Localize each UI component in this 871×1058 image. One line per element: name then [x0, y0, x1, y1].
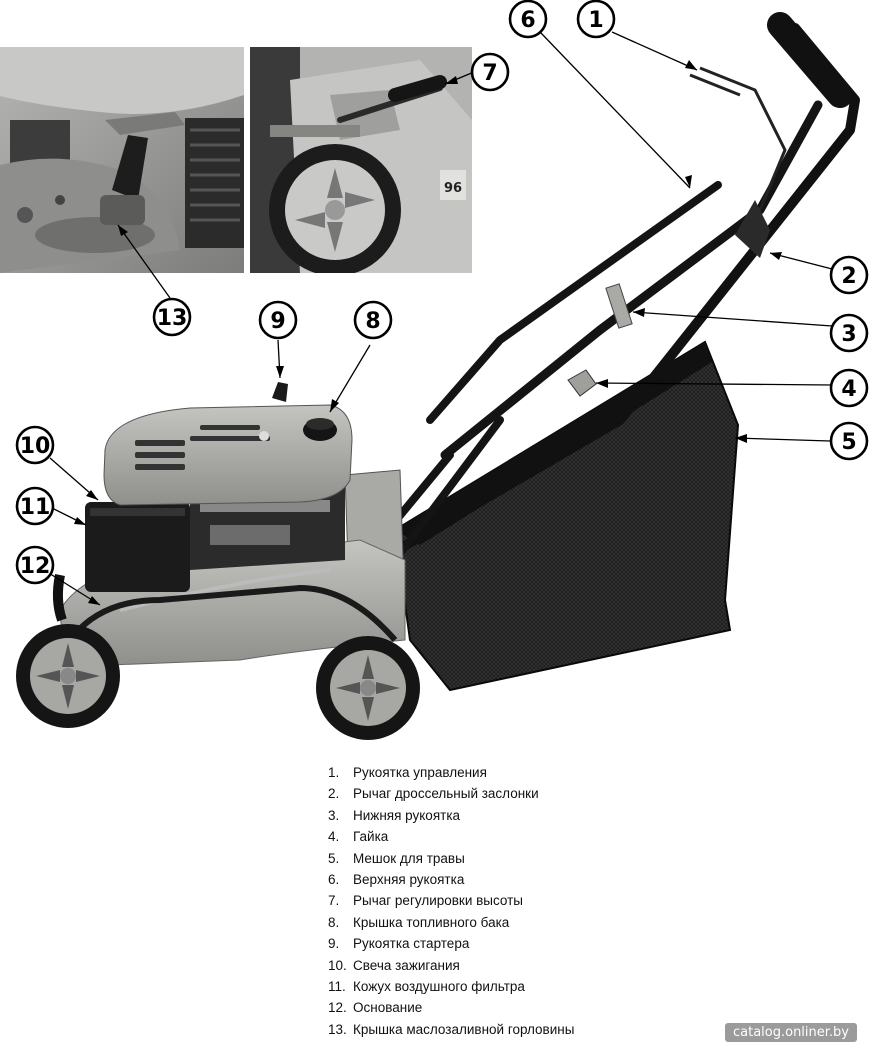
legend-text: Нижняя рукоятка: [353, 807, 461, 823]
callout-13: 13: [152, 297, 192, 337]
legend-item: 9. Рукоятка стартера: [328, 933, 583, 954]
callout-number: 7: [482, 61, 497, 86]
legend-text: Свеча зажигания: [353, 957, 460, 973]
rear-wheel: [316, 636, 420, 740]
legend-text: Кожух воздушного фильтра: [353, 979, 525, 995]
starter-handle: [272, 382, 288, 402]
legend-text: Крышка топливного бака: [353, 914, 510, 930]
callout-6: 6: [508, 0, 548, 39]
legend-text: Крышка маслозаливной горловины: [353, 1021, 575, 1037]
inset-height-lever-photo: 96: [250, 47, 472, 273]
legend-number: 12.: [328, 1000, 347, 1016]
lawnmower-diagram: 96: [0, 0, 869, 740]
legend-number: 13.: [328, 1021, 347, 1037]
callout-circle: [353, 300, 393, 340]
callout-number: 5: [841, 430, 856, 455]
callout-circle: [15, 425, 55, 465]
handle-knob: [567, 369, 597, 397]
inset-oil-cap-photo: [0, 47, 244, 273]
air-filter-cover: [85, 502, 190, 592]
legend-text: Мешок для травы: [353, 850, 465, 866]
legend-item: 6. Верхняя рукоятка: [328, 869, 583, 890]
callout-10: 10: [15, 425, 55, 465]
legend-text: Гайка: [353, 829, 389, 845]
callout-5: 5: [829, 421, 869, 461]
legend-number: 3.: [328, 807, 340, 823]
legend-item: 3. Нижняя рукоятка: [328, 805, 583, 826]
legend-item: 8. Крышка топливного бака: [328, 912, 583, 933]
callout-circle: [829, 255, 869, 295]
callout-4: 4: [829, 368, 869, 408]
legend-item: 4. Гайка: [328, 826, 583, 847]
legend-item: 11. Кожух воздушного фильтра: [328, 976, 583, 997]
legend-number: 1.: [328, 765, 340, 780]
callout-number: 3: [841, 322, 856, 347]
legend-number: 2.: [328, 786, 340, 802]
callout-number: 8: [365, 309, 380, 334]
legend-number: 10.: [328, 957, 347, 973]
watermark: catalog.onliner.by: [724, 1023, 857, 1042]
control-bail: [699, 66, 787, 211]
callout-number: 9: [270, 309, 285, 334]
legend-item: 7. Рычаг регулировки высоты: [328, 890, 583, 911]
front-wheel: [16, 624, 120, 728]
legend-item: 10. Свеча зажигания: [328, 955, 583, 976]
callout-number: 12: [20, 554, 51, 579]
legend-text: Верхняя рукоятка: [353, 872, 465, 888]
callout-number: 2: [841, 264, 856, 289]
callout-circle: [508, 0, 548, 39]
legend-text: Рычаг регулировки высоты: [353, 893, 523, 909]
callout-circle: [576, 0, 616, 39]
legend-number: 11.: [328, 979, 346, 995]
callout-8: 8: [353, 300, 393, 340]
callout-12: 12: [15, 545, 55, 585]
callout-number: 11: [20, 495, 51, 520]
callout-1: 1: [576, 0, 616, 39]
throttle-lever: [735, 200, 770, 258]
inset-label: 96: [444, 181, 462, 196]
callout-9: 9: [258, 300, 298, 340]
legend-item: 12. Основание: [328, 997, 583, 1018]
legend-number: 9.: [328, 936, 340, 952]
callout-3: 3: [829, 313, 869, 353]
lawnmower: [16, 12, 860, 740]
callout-7: 7: [470, 52, 510, 92]
callout-number: 6: [520, 8, 535, 33]
legend-number: 8.: [328, 914, 340, 930]
legend-number: 5.: [328, 850, 340, 866]
callout-2: 2: [829, 255, 869, 295]
legend-item: 2. Рычаг дроссельный заслонки: [328, 783, 583, 804]
callout-circle: [470, 52, 510, 92]
callout-number: 10: [20, 434, 51, 459]
callout-circle: [829, 421, 869, 461]
engine-shroud: [103, 404, 353, 506]
legend-text: Рукоятка стартера: [353, 936, 470, 952]
legend-text: Рычаг дроссельный заслонки: [353, 786, 539, 802]
callout-circle: [258, 300, 298, 340]
callout-11: 11: [15, 486, 55, 526]
grass-bag: [393, 340, 740, 692]
legend-text: Основание: [353, 1000, 423, 1016]
callout-circle: [829, 313, 869, 353]
leader-lines: [43, 31, 837, 606]
legend-number: 4.: [328, 829, 340, 845]
callout-number: 4: [841, 377, 856, 402]
lower-handle-clip: [605, 283, 633, 329]
legend-item: 1. Рукоятка управления: [328, 762, 583, 783]
legend-number: 7.: [328, 893, 340, 909]
legend-number: 6.: [328, 872, 340, 888]
legend-text: Рукоятка управления: [353, 765, 487, 780]
callout-circle: [15, 545, 55, 585]
legend-item: 5. Мешок для травы: [328, 848, 583, 869]
callout-number: 13: [157, 306, 188, 331]
callout-number: 1: [588, 8, 603, 33]
callout-circle: [829, 368, 869, 408]
legend-item: 13. Крышка маслозаливной горловины: [328, 1019, 583, 1040]
parts-legend: 1. Рукоятка управления 2. Рычаг дроссельный…: [328, 762, 583, 1040]
callout-circle: [15, 486, 55, 526]
callout-circle: [152, 297, 192, 337]
